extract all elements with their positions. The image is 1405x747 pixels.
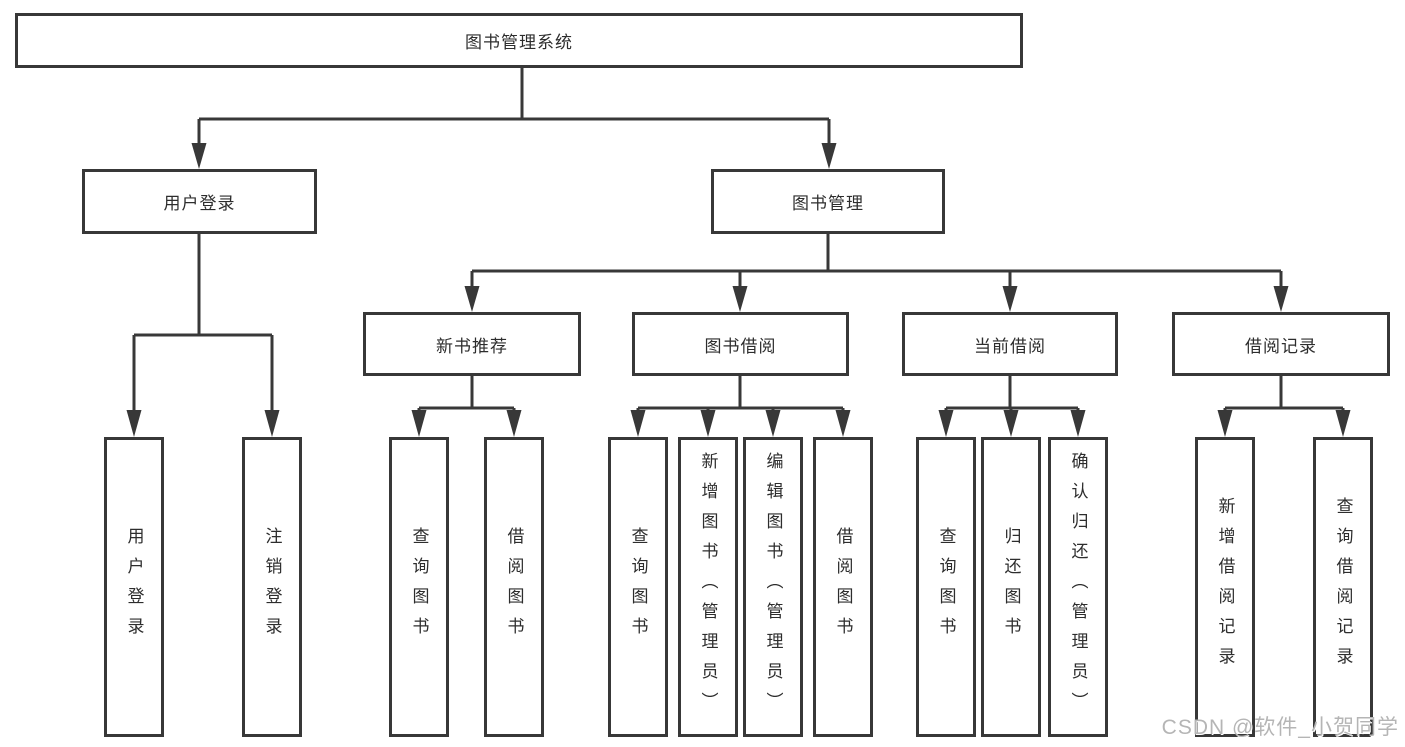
arrow-down-icon bbox=[630, 410, 851, 437]
node-user-login: 用户登录 bbox=[82, 169, 317, 234]
node-borrowing-records: 借阅记录 bbox=[1172, 312, 1390, 376]
arrow-down-icon bbox=[938, 410, 1086, 437]
node-book-management: 图书管理 bbox=[711, 169, 945, 234]
leaf-search-books-recommend: 查询图书 bbox=[389, 437, 449, 737]
connector-user-login-to-leaves bbox=[126, 234, 280, 437]
arrow-down-icon bbox=[411, 410, 522, 437]
leaf-edit-book-admin: 编辑图书（管理员） bbox=[743, 437, 803, 737]
csdn-watermark: CSDN @软件_小贺同学 bbox=[1161, 716, 1399, 739]
connector-root-to-level1 bbox=[191, 68, 837, 169]
leaf-borrow-books-recommend: 借阅图书 bbox=[484, 437, 544, 737]
node-book-borrowing: 图书借阅 bbox=[632, 312, 849, 376]
leaf-borrow-books-borrowing: 借阅图书 bbox=[813, 437, 873, 737]
leaf-add-borrow-record: 新增借阅记录 bbox=[1195, 437, 1255, 737]
connector-new-book-recommendation-to-leaves bbox=[411, 376, 522, 437]
leaf-search-books-borrowing: 查询图书 bbox=[608, 437, 668, 737]
leaf-user-login: 用户登录 bbox=[104, 437, 164, 737]
connector-book-borrowing-to-leaves bbox=[630, 376, 851, 437]
arrow-down-icon bbox=[191, 143, 837, 169]
leaf-search-books-current: 查询图书 bbox=[916, 437, 976, 737]
leaf-return-books: 归还图书 bbox=[981, 437, 1041, 737]
connector-borrowing-records-to-leaves bbox=[1217, 376, 1351, 437]
leaf-logout: 注销登录 bbox=[242, 437, 302, 737]
arrow-down-icon bbox=[126, 410, 280, 437]
arrow-down-icon bbox=[1217, 410, 1351, 437]
leaf-confirm-return-admin: 确认归还（管理员） bbox=[1048, 437, 1108, 737]
node-library-management-system: 图书管理系统 bbox=[15, 13, 1023, 68]
node-new-book-recommendation: 新书推荐 bbox=[363, 312, 581, 376]
leaf-add-book-admin: 新增图书（管理员） bbox=[678, 437, 738, 737]
leaf-search-borrow-record: 查询借阅记录 bbox=[1313, 437, 1373, 737]
connector-current-borrowing-to-leaves bbox=[938, 376, 1086, 437]
node-current-borrowing: 当前借阅 bbox=[902, 312, 1118, 376]
connector-book-management-to-level2 bbox=[464, 234, 1289, 312]
arrow-down-icon bbox=[464, 286, 1289, 312]
